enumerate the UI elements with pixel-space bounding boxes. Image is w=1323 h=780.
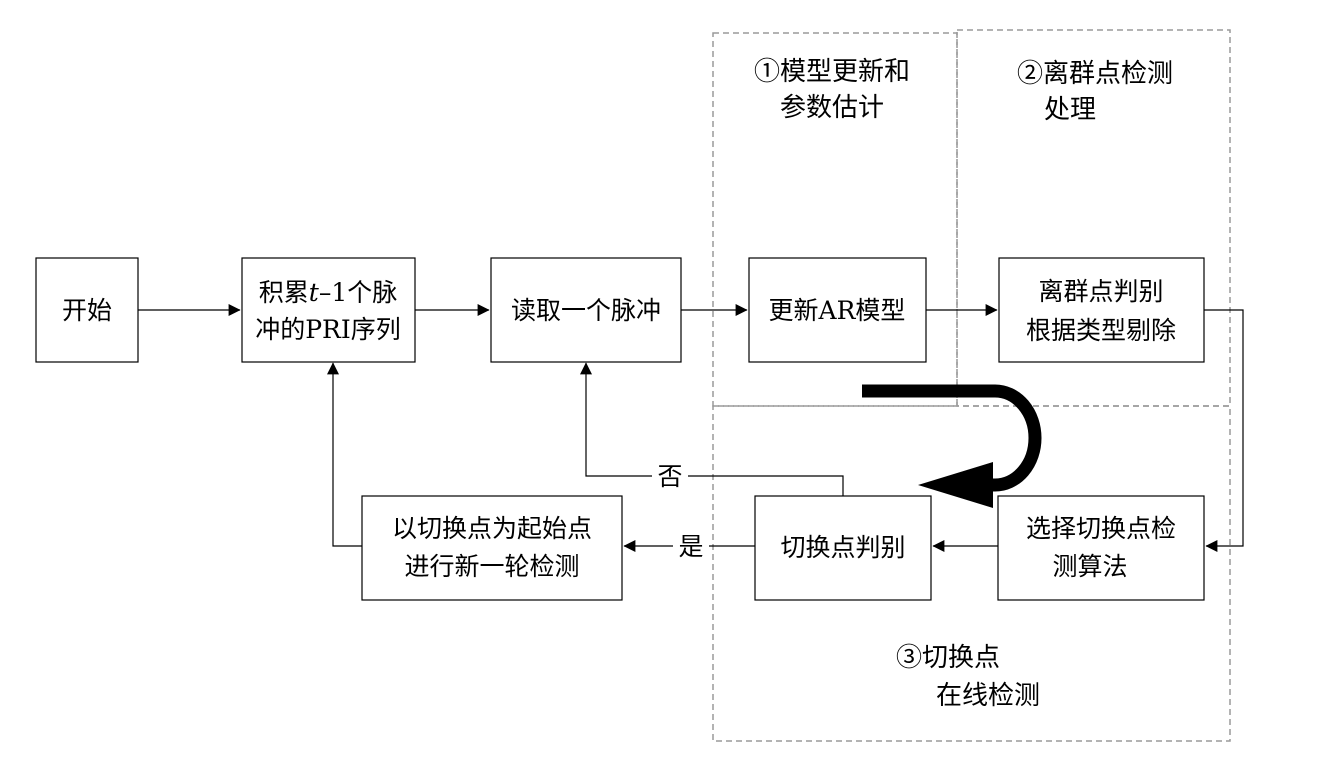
node-new-round-label-1: 以切换点为起始点: [392, 514, 592, 543]
edge-no-label: 否: [657, 462, 682, 491]
node-update-ar-label: 更新AR模型: [769, 296, 906, 325]
region-outlier-label-1: ②离群点检测: [1017, 59, 1173, 89]
edge-newround-to-accumulate: [327, 362, 362, 547]
node-update-ar: 更新AR模型: [748, 257, 927, 363]
big-curved-arrowhead: [918, 462, 993, 508]
node-switch-judge-label: 切换点判别: [780, 533, 905, 562]
node-accumulate-label-2: 冲的PRI序列: [255, 315, 401, 344]
node-new-round: 以切换点为起始点 进行新一轮检测: [361, 495, 623, 601]
node-select-algo-label-2: 测算法: [1052, 552, 1127, 581]
node-select-algo: 选择切换点检 测算法: [997, 495, 1205, 601]
node-switch-judge: 切换点判别: [754, 495, 932, 601]
region-switch-label-1: ③切换点: [896, 643, 1000, 673]
region-switch-label-2: 在线检测: [936, 681, 1040, 711]
node-accumulate-label-1: 积累t–1个脉: [259, 278, 397, 307]
node-start-label: 开始: [62, 296, 112, 325]
node-select-algo-label-1: 选择切换点检: [1026, 514, 1176, 543]
node-read-pulse-label: 读取一个脉冲: [511, 296, 661, 325]
big-curved-arrow: [862, 384, 1042, 492]
region-model-update-label-2: 参数估计: [780, 93, 884, 123]
node-start: 开始: [35, 257, 139, 363]
edge-no-label-bg: [652, 462, 688, 490]
node-outlier-judge-label-2: 根据类型剔除: [1026, 316, 1176, 345]
edge-outlier-to-select: [1204, 309, 1244, 552]
edge-switch-to-read-no: [580, 362, 844, 496]
region-model-update: [712, 32, 958, 407]
region-switch-online: [712, 405, 1231, 742]
edge-yes-label: 是: [678, 532, 703, 561]
node-accumulate: 积累t–1个脉 冲的PRI序列: [241, 257, 416, 363]
node-outlier-judge: 离群点判别 根据类型剔除: [998, 257, 1205, 363]
node-read-pulse: 读取一个脉冲: [490, 257, 682, 363]
node-new-round-label-2: 进行新一轮检测: [404, 552, 579, 581]
region-model-update-label-1: ①模型更新和: [754, 57, 910, 87]
node-outlier-judge-label-1: 离群点判别: [1038, 277, 1163, 306]
region-outlier-label-2: 处理: [1044, 95, 1096, 125]
edge-yes-label-bg: [673, 532, 709, 560]
